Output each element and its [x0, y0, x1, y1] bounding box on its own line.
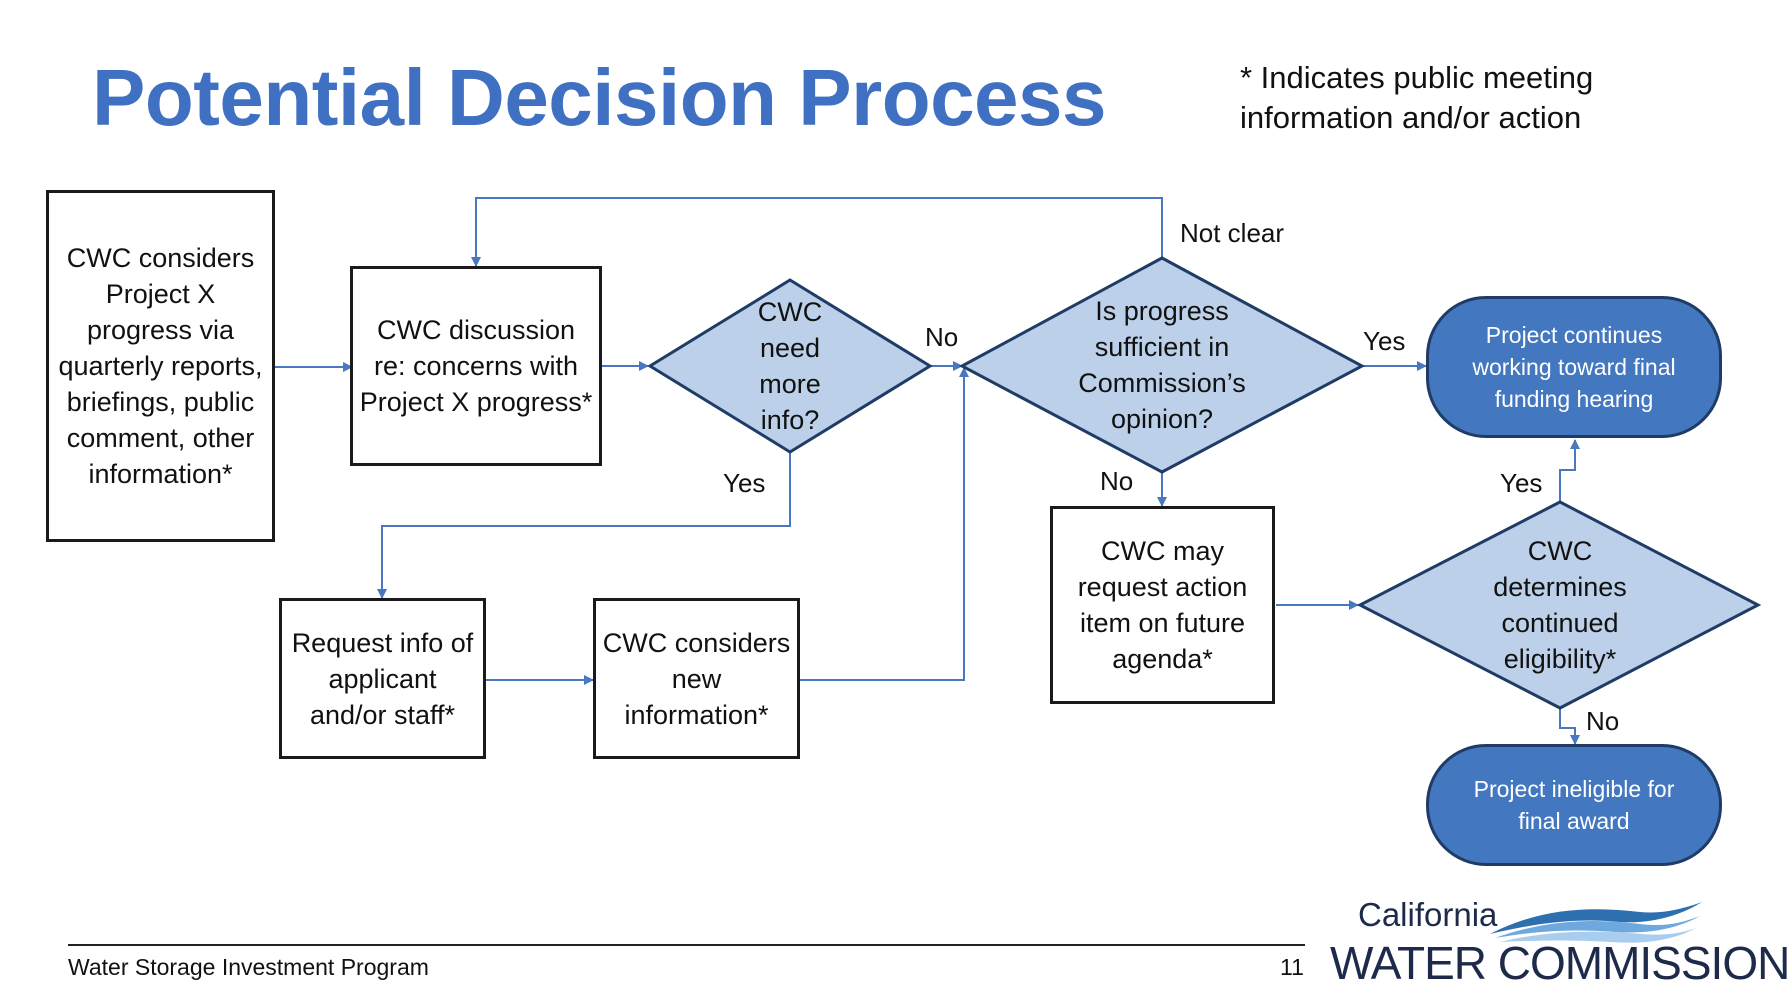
california-water-commission-logo: California WATER COMMISSION	[1330, 896, 1790, 996]
decision-progress-sufficient-text: Is progress sufficient in Commission’s o…	[1078, 296, 1246, 434]
logo-text-california: California	[1358, 896, 1498, 933]
box-cwc-considers-progress: CWC considers Project X progress via qua…	[46, 190, 275, 542]
decision-continued-eligibility-text: CWC determines continued eligibility*	[1493, 536, 1627, 674]
arrow-eligibility-yes	[1559, 439, 1580, 502]
decision-need-more-info-diamond	[647, 278, 933, 454]
label-need-info-yes: Yes	[723, 468, 766, 498]
box-cwc-request-action: CWC may request action item on future ag…	[1050, 506, 1275, 704]
footer-divider	[68, 944, 1305, 946]
footer-program-name: Water Storage Investment Program	[68, 954, 429, 980]
arrow-not-clear-loop	[471, 197, 1163, 267]
label-sufficient-no: No	[1100, 466, 1134, 496]
label-sufficient-yes: Yes	[1363, 326, 1406, 356]
page-title: Potential Decision Process	[92, 53, 1107, 142]
box-cwc-discussion: CWC discussion re: concerns with Project…	[350, 266, 602, 466]
decision-continued-eligibility-diamond	[1356, 500, 1762, 710]
logo-wave-graphic	[1490, 902, 1702, 943]
decision-progress-sufficient-diamond	[958, 256, 1366, 474]
arrow-new-info-back	[800, 367, 969, 681]
terminal-project-continues: Project continues working toward final f…	[1426, 296, 1722, 438]
asterisk-note-line-1: * Indicates public meeting	[1240, 60, 1594, 95]
arrow-eligibility-no	[1559, 708, 1580, 745]
arrow-need-info-yes	[377, 452, 791, 599]
logo-text-water-commission: WATER COMMISSION	[1330, 937, 1790, 989]
box-cwc-considers-new-info: CWC considers new information*	[593, 598, 800, 759]
decision-need-more-info-text: CWC need more info?	[757, 297, 823, 435]
box-request-info: Request info of applicant and/or staff*	[279, 598, 486, 759]
asterisk-note: * Indicates public meeting information a…	[1240, 58, 1593, 138]
label-not-clear: Not clear	[1180, 218, 1285, 248]
terminal-project-ineligible: Project ineligible for final award	[1426, 744, 1722, 866]
page-number: 11	[1280, 954, 1304, 980]
label-need-info-no: No	[925, 322, 959, 352]
label-eligibility-yes: Yes	[1500, 468, 1543, 498]
label-eligibility-no: No	[1586, 706, 1620, 736]
asterisk-note-line-2: information and/or action	[1240, 100, 1582, 135]
